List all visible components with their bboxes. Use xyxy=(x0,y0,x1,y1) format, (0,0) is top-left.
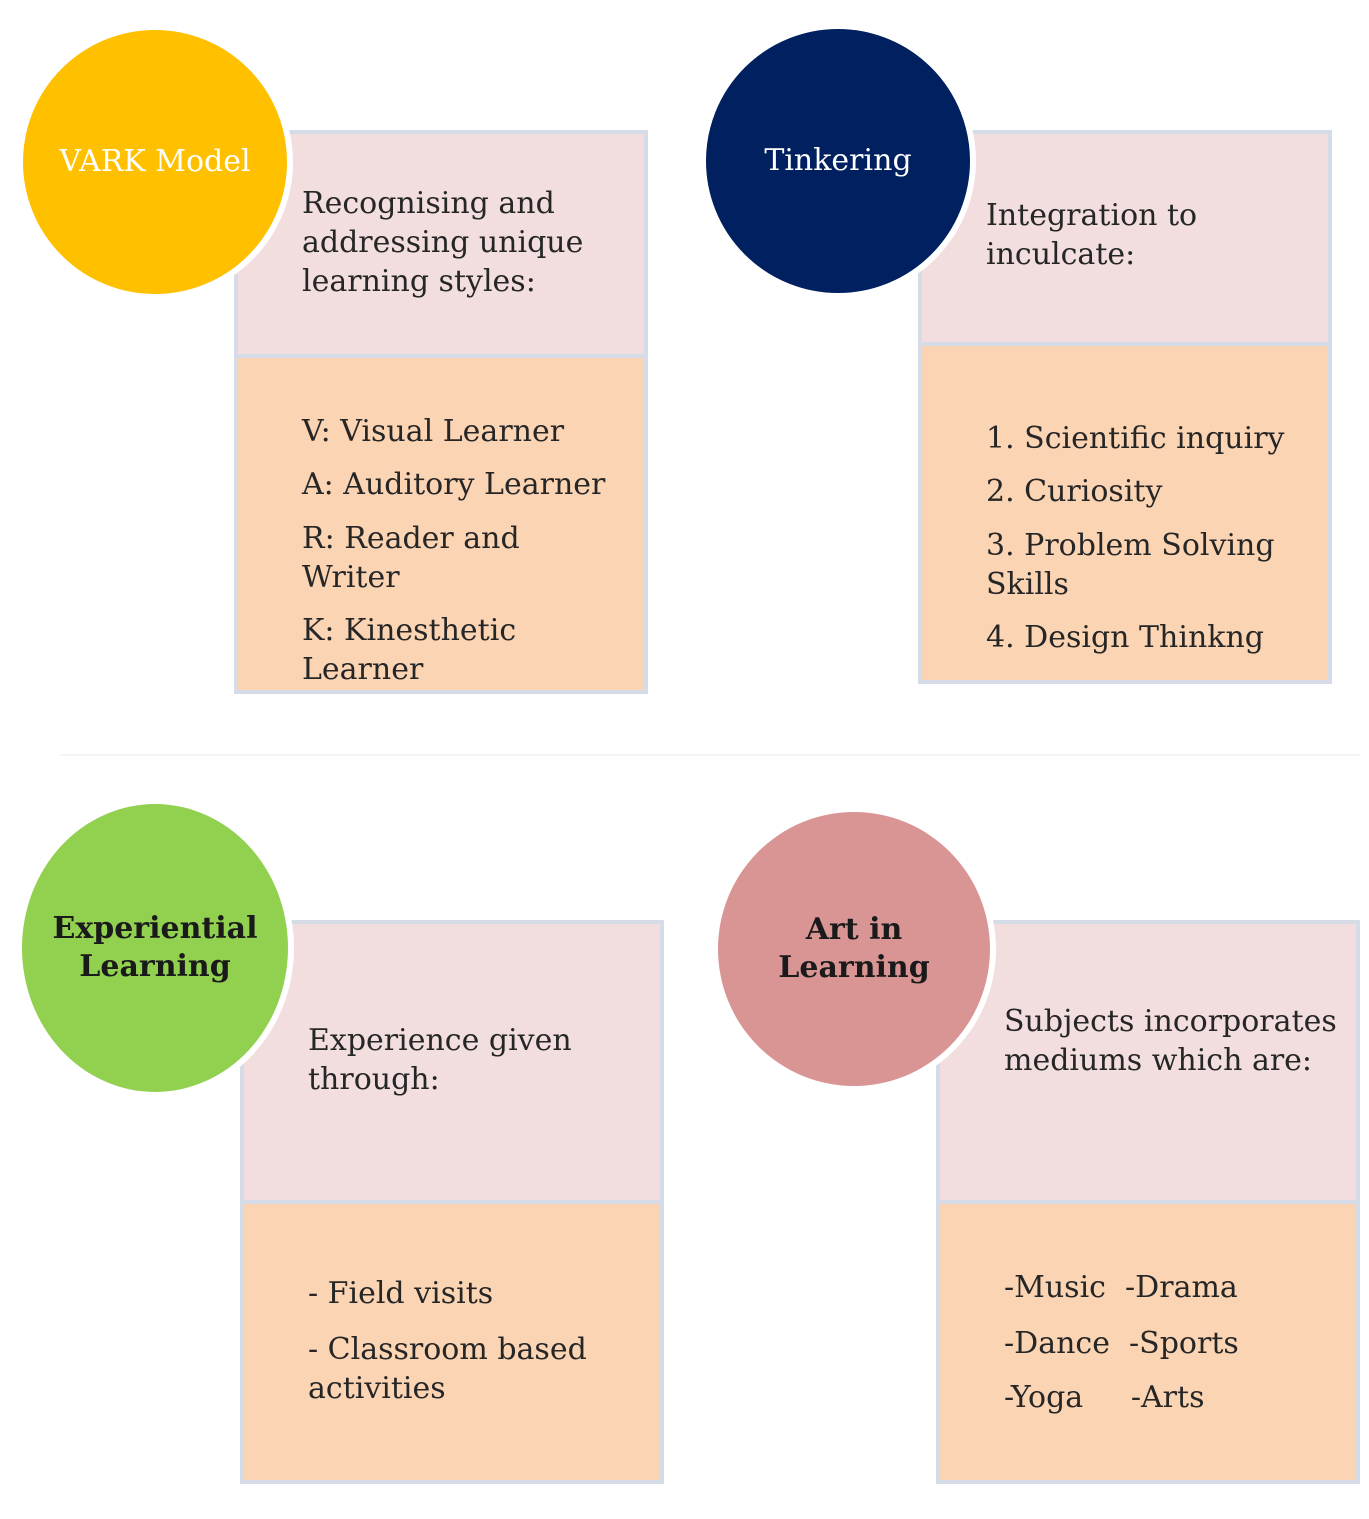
experiential-circle: Experiential Learning xyxy=(16,798,294,1098)
tinkering-item-design: 4. Design Thinkng xyxy=(986,620,1264,655)
tinkering-circle: Tinkering xyxy=(700,23,976,299)
vark-item-auditory: A: Auditory Learner xyxy=(302,467,606,502)
art-item-music-drama: -Music -Drama xyxy=(1004,1270,1238,1305)
vark-title: VARK Model xyxy=(59,144,251,179)
experiential-item-classroom: - Classroom based activities xyxy=(308,1332,587,1406)
section-divider xyxy=(60,754,1360,756)
tinkering-description: Integration to inculcate: xyxy=(986,198,1198,272)
tinkering-item-problem-solving: 3. Problem Solving Skills xyxy=(986,528,1275,602)
art-items-box xyxy=(936,1200,1360,1484)
vark-item-kinesthetic: K: Kinesthetic Learner xyxy=(302,613,517,687)
tinkering-item-curiosity: 2. Curiosity xyxy=(986,474,1163,509)
vark-description: Recognising and addressing unique learni… xyxy=(302,186,584,299)
experiential-title: Experiential Learning xyxy=(52,911,258,984)
tinkering-item-inquiry: 1. Scientific inquiry xyxy=(986,421,1285,456)
tinkering-title: Tinkering xyxy=(764,143,912,178)
art-description: Subjects incorporates mediums which are: xyxy=(1004,1004,1337,1078)
vark-description-box xyxy=(234,130,648,358)
experiential-description: Experience given through: xyxy=(308,1023,572,1097)
experiential-items-box xyxy=(240,1200,664,1484)
art-title: Art in Learning xyxy=(778,912,930,985)
vark-circle: VARK Model xyxy=(17,24,293,300)
art-item-dance-sports: -Dance -Sports xyxy=(1004,1326,1239,1361)
tinkering-items-box xyxy=(918,342,1332,684)
vark-item-reader: R: Reader and Writer xyxy=(302,521,520,595)
experiential-item-field-visits: - Field visits xyxy=(308,1276,494,1311)
vark-item-visual: V: Visual Learner xyxy=(302,414,565,449)
art-item-yoga-arts: -Yoga -Arts xyxy=(1004,1380,1205,1415)
art-circle: Art in Learning xyxy=(712,806,996,1092)
vark-items-box xyxy=(234,354,648,694)
